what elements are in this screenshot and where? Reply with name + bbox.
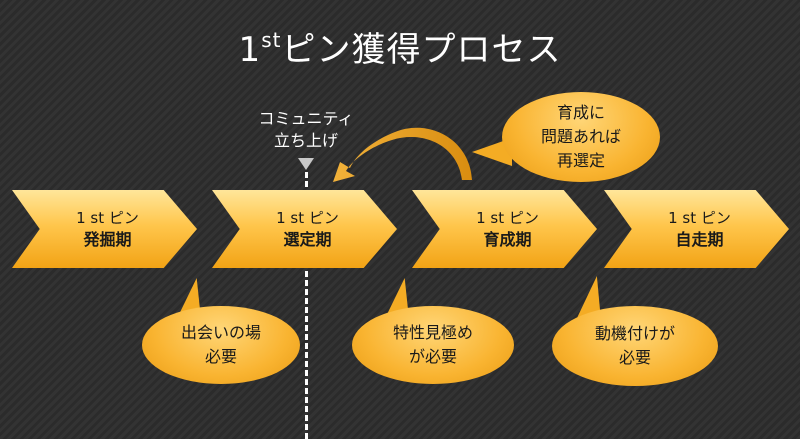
milestone-line [305, 172, 308, 439]
stage-name: 自走期 [675, 230, 724, 249]
callout-line: が必要 [408, 347, 457, 366]
stage-top-label: 1 st ピン [276, 209, 339, 227]
stage-top-label: 1 st ピン [476, 209, 539, 227]
milestone-line-1: コミュニティ [258, 109, 354, 128]
stage-top-label: 1 st ピン [668, 209, 731, 227]
stage-name: 育成期 [483, 230, 532, 249]
milestone-label: コミュニティ 立ち上げ [236, 108, 376, 152]
arrow-shape [333, 127, 472, 182]
milestone-marker-icon [298, 158, 314, 170]
stage-selection: 1 st ピン 選定期 [212, 190, 397, 268]
title-suffix: st [261, 28, 282, 52]
callout-discovery: 出会いの場 必要 [142, 306, 300, 384]
callout-line: 必要 [204, 347, 237, 366]
callout-autonomy: 動機付けが 必要 [552, 306, 718, 386]
callout-line: 再選定 [556, 151, 605, 170]
title-number: 1 [238, 30, 262, 70]
stage-name: 発掘期 [83, 230, 132, 249]
callout-line: 動機付けが [594, 324, 675, 343]
diagram-title: 1stピン獲得プロセス [0, 22, 800, 71]
callout-line: 出会いの場 [180, 323, 261, 342]
stage-top-label: 1 st ピン [76, 209, 139, 227]
stage-name: 選定期 [283, 230, 332, 249]
stage-discovery: 1 st ピン 発掘期 [12, 190, 197, 268]
callout-line: 必要 [618, 348, 651, 367]
stage-autonomy: 1 st ピン 自走期 [604, 190, 789, 268]
callout-line: 特性見極め [392, 323, 473, 342]
milestone-line-2: 立ち上げ [273, 131, 338, 150]
stage-growth: 1 st ピン 育成期 [412, 190, 597, 268]
callout-line: 問題あれば [540, 127, 621, 146]
title-text: ピン獲得プロセス [281, 30, 562, 70]
callout-growth: 特性見極め が必要 [352, 306, 514, 384]
callout-line: 育成に [556, 103, 605, 122]
callout-reselect: 育成に 問題あれば 再選定 [502, 92, 660, 182]
